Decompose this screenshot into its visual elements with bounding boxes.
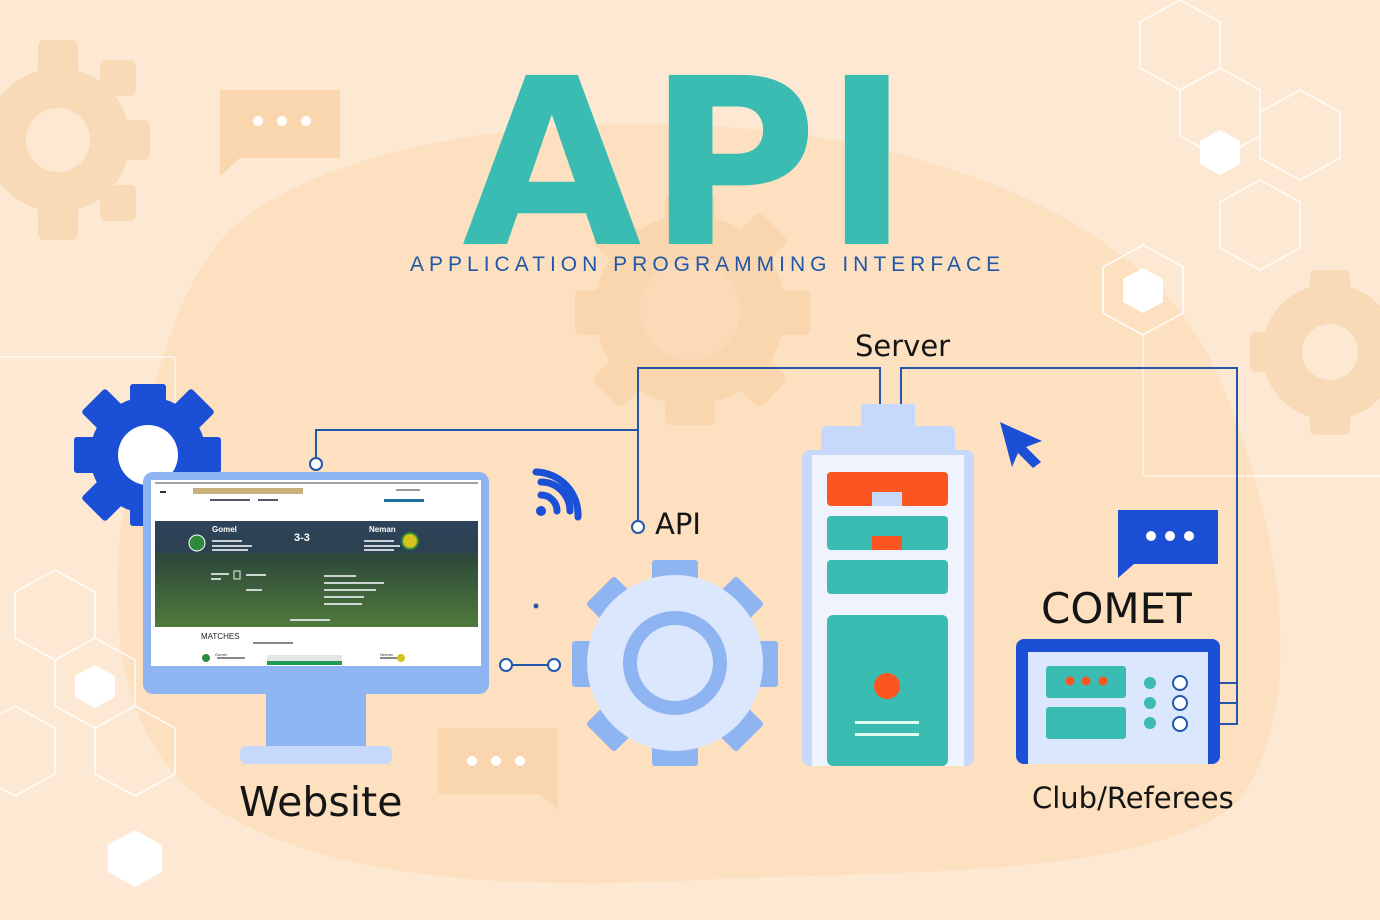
website-monitor <box>143 472 489 764</box>
matches-heading: MATCHES <box>201 632 240 641</box>
chat-bubble-icon <box>438 728 558 810</box>
chat-bubble-icon <box>220 90 340 176</box>
hexagon-icon <box>75 665 115 708</box>
club-referees-label: Club/Referees <box>1032 781 1234 815</box>
cursor-icon <box>1000 422 1042 468</box>
chat-bubble-icon <box>1118 510 1218 578</box>
wifi-icon <box>536 478 574 516</box>
page-subtitle: APPLICATION PROGRAMMING INTERFACE <box>410 253 1006 276</box>
server-label: Server <box>855 329 951 363</box>
match-score: 3-3 <box>294 532 310 544</box>
hexagon-icon <box>0 569 176 797</box>
page-title: API <box>462 29 916 299</box>
api-label: API <box>655 507 701 541</box>
website-label: Website <box>239 778 403 826</box>
home-team-name: Gomel <box>212 525 237 534</box>
row-away-team: Neman <box>380 652 393 657</box>
server-tower <box>802 404 974 766</box>
hexagon-icon <box>1200 130 1240 175</box>
hexagon-icon <box>1123 268 1163 313</box>
gear-icon-hole <box>26 108 90 172</box>
comet-device <box>1016 639 1220 764</box>
comet-label: COMET <box>1041 584 1192 633</box>
row-home-team: Gomel <box>215 652 227 657</box>
hexagon-icon <box>108 830 162 887</box>
away-team-name: Neman <box>369 525 396 534</box>
